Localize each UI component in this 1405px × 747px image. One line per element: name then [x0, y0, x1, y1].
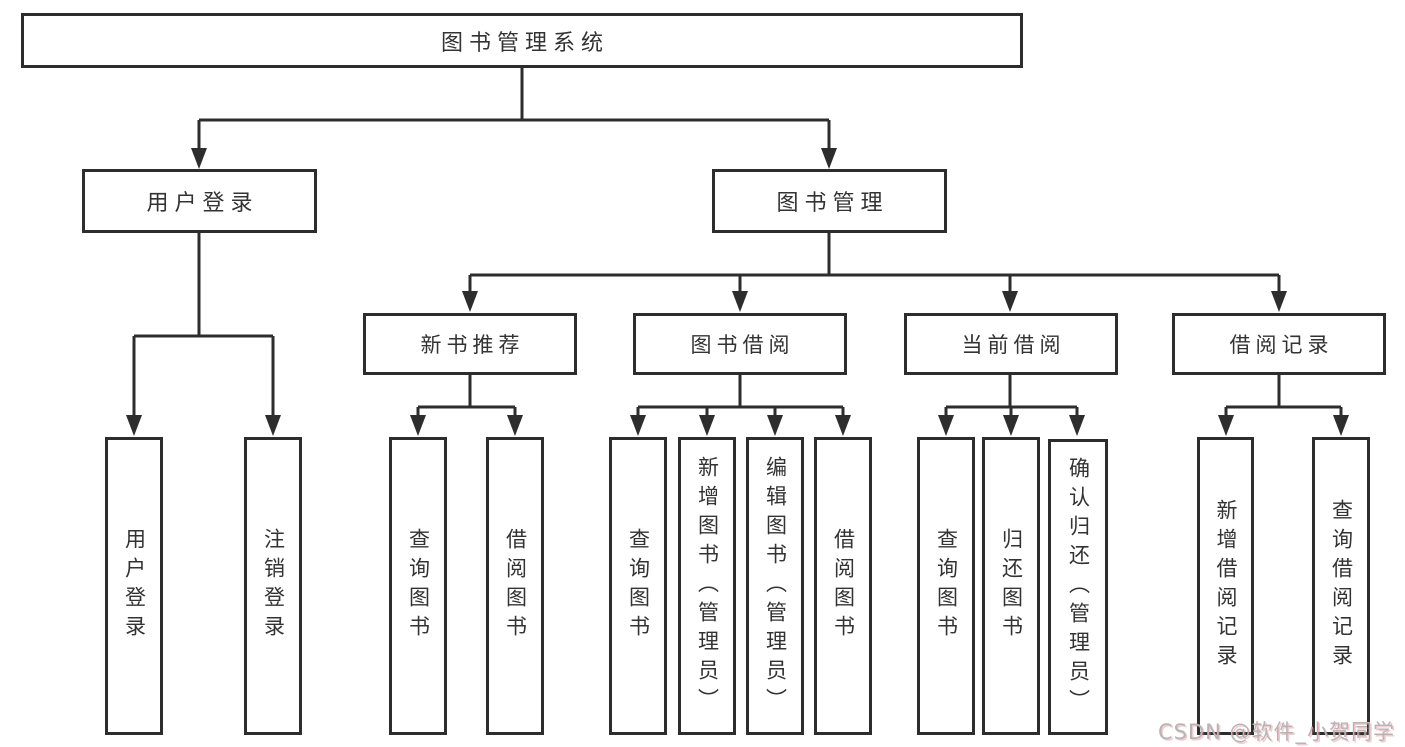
leaf-user-login: 用户登录 [105, 437, 163, 735]
node-new-book-recommend: 新书推荐 [363, 313, 577, 375]
node-book-management-branch: 图书管理 [712, 169, 947, 233]
leaf-add-borrow-record: 新增借阅记录 [1197, 437, 1254, 735]
leaf-borrow-books: 借阅图书 [486, 437, 544, 735]
leaf-confirm-return-admin: 确认归还（管理员） [1048, 439, 1108, 735]
leaf-query-books-2: 查询图书 [609, 437, 667, 735]
leaf-add-books-admin: 新增图书（管理员） [678, 437, 736, 735]
leaf-logout: 注销登录 [244, 437, 302, 735]
leaf-return-books: 归还图书 [982, 437, 1040, 735]
node-borrow-records: 借阅记录 [1172, 313, 1386, 375]
leaf-edit-books-admin: 编辑图书（管理员） [746, 437, 804, 735]
leaf-query-borrow-record: 查询借阅记录 [1312, 437, 1370, 735]
leaf-query-books: 查询图书 [389, 437, 447, 735]
node-root-system: 图书管理系统 [21, 13, 1023, 68]
node-book-borrow: 图书借阅 [633, 313, 847, 375]
node-user-login-branch: 用户登录 [82, 169, 317, 233]
node-current-borrow: 当前借阅 [904, 313, 1118, 375]
leaf-borrow-books-2: 借阅图书 [814, 437, 872, 735]
leaf-query-books-3: 查询图书 [917, 437, 975, 735]
csdn-watermark: CSDN @软件_小贺同学 [1157, 720, 1395, 744]
